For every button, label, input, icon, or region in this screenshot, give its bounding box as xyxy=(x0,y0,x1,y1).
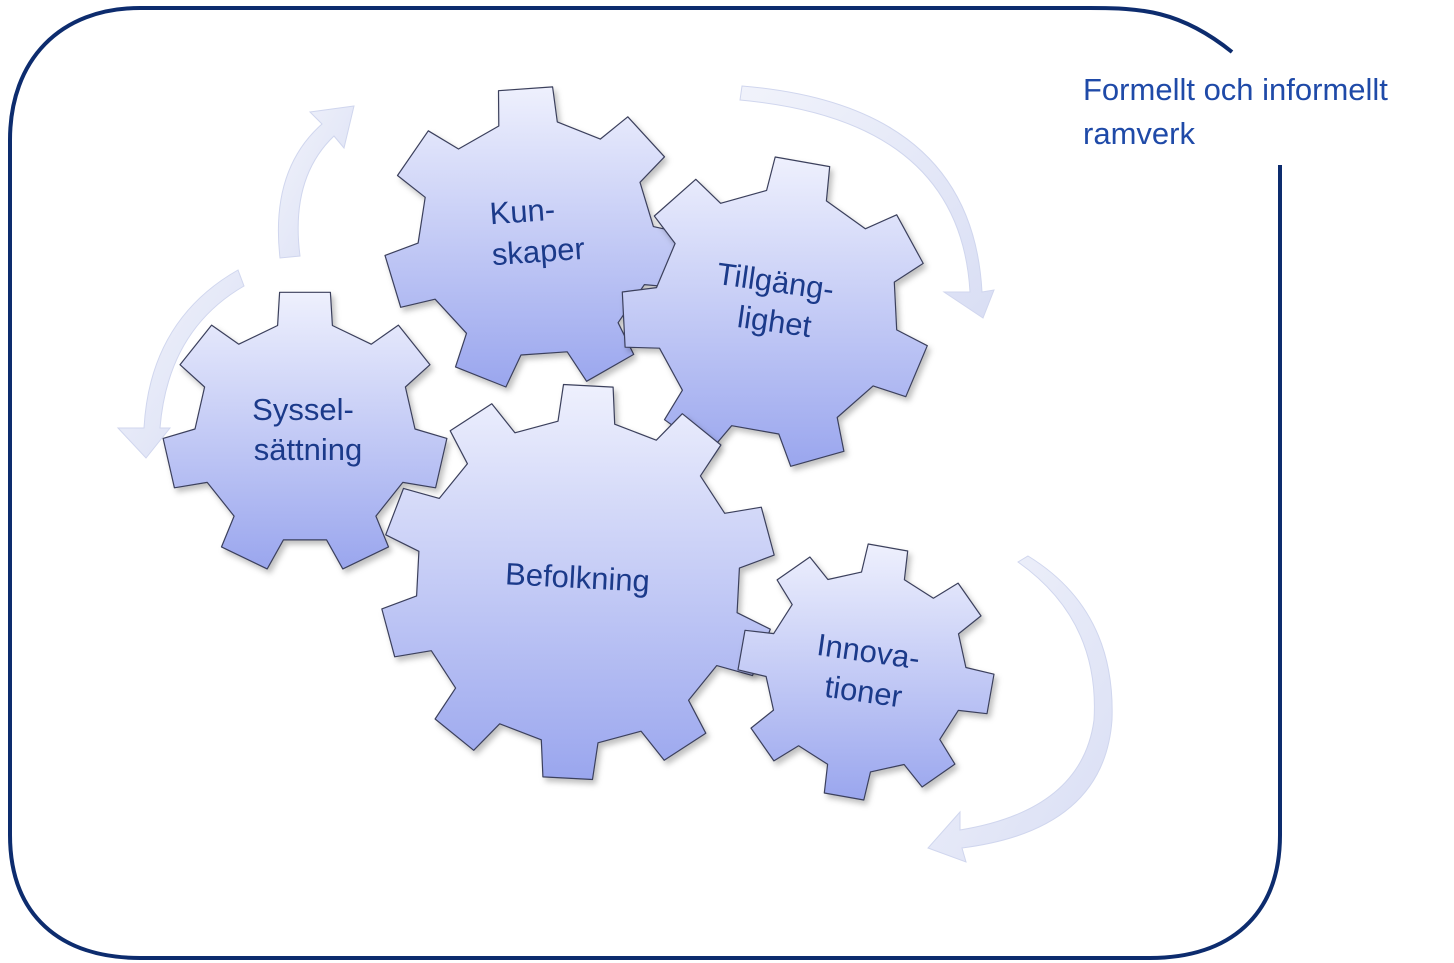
curved-arrow-icon xyxy=(116,269,245,459)
frame-title: Formellt och informellt ramverk xyxy=(1083,68,1453,156)
gear-label-kunskaper-1: Kun- xyxy=(488,192,556,231)
gear-label-sysselsattning-1: Syssel- xyxy=(252,392,354,427)
frame-title-line-1: Formellt och informellt xyxy=(1083,72,1388,107)
gear-tillganglighet-icon xyxy=(621,156,928,467)
gear-befolkning-icon xyxy=(381,383,775,781)
frame-title-line-2: ramverk xyxy=(1083,116,1195,151)
gear-label-sysselsattning-2: sättning xyxy=(254,432,363,467)
gear-innovationer-icon xyxy=(737,543,995,801)
arrows xyxy=(116,85,1113,863)
curved-arrow-icon xyxy=(927,555,1113,863)
curved-arrow-icon xyxy=(739,85,995,319)
curved-arrow-icon xyxy=(277,105,355,259)
gear-label-kunskaper-2: skaper xyxy=(491,231,586,272)
gear-label-befolkning: Befolkning xyxy=(504,556,650,599)
gear-kunskaper-icon xyxy=(384,86,689,388)
gear-sysselsattning-icon xyxy=(162,291,448,570)
frame-border xyxy=(8,6,1282,960)
